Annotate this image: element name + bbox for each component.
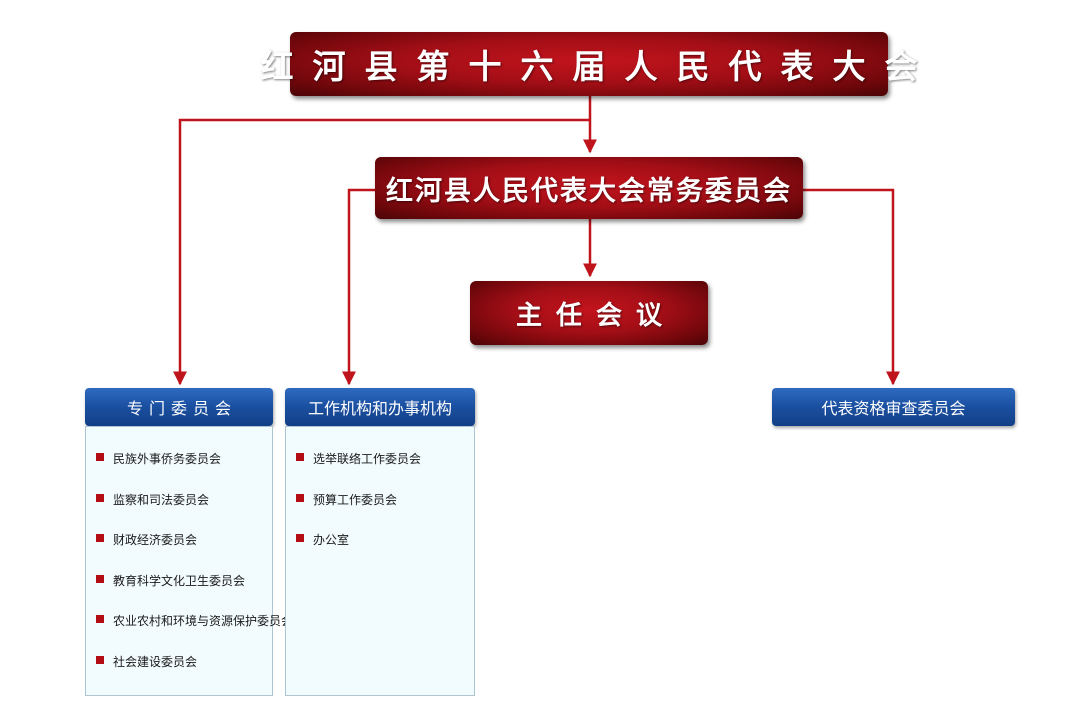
special-committees-header: 专门委员会	[85, 388, 273, 426]
list-item-label: 预算工作委员会	[313, 492, 398, 507]
list-item: 教育科学文化卫生委员会	[96, 572, 272, 613]
standing-committee-node: 红河县人民代表大会常务委员会	[375, 157, 803, 219]
special-committees-title: 专门委员会	[126, 399, 237, 418]
list-item-label: 办公室	[313, 533, 350, 547]
working-bodies-title: 工作机构和办事机构	[307, 399, 452, 418]
list-item-label: 教育科学文化卫生委员会	[113, 573, 246, 588]
list-item: 民族外事侨务委员会	[96, 450, 272, 491]
edge-standing-committee-to-credentials-committee	[803, 188, 900, 386]
list-item-label: 选举联络工作委员会	[313, 452, 422, 466]
square-bullet-icon	[96, 493, 104, 502]
list-item-label: 监察和司法委员会	[113, 492, 210, 507]
square-bullet-icon	[296, 534, 304, 542]
list-item: 监察和司法委员会	[96, 491, 272, 532]
directors-meeting-node: 主任会议	[470, 281, 708, 345]
list-item-label: 财政经济委员会	[113, 533, 198, 547]
list-item-label: 民族外事侨务委员会	[113, 452, 222, 466]
list-item: 预算工作委员会	[296, 491, 474, 532]
square-bullet-icon	[96, 534, 104, 542]
edge-congress-to-special-committees	[173, 118, 590, 386]
directors-meeting-title: 主任会议	[515, 300, 676, 331]
square-bullet-icon	[96, 615, 104, 623]
square-bullet-icon	[296, 493, 304, 502]
square-bullet-icon	[296, 453, 304, 461]
list-item: 财政经济委员会	[96, 531, 272, 572]
working-bodies-header: 工作机构和办事机构	[285, 388, 475, 426]
list-item-label: 农业农村和环境与资源保护委员会	[113, 614, 294, 628]
special-committees-list: 民族外事侨务委员会 监察和司法委员会 财政经济委员会 教育科学文化卫生委员会 农…	[86, 427, 293, 694]
list-item: 农业农村和环境与资源保护委员会	[96, 612, 293, 653]
working-bodies-list: 选举联络工作委员会 预算工作委员会 办公室	[286, 427, 474, 572]
county-peoples-congress-node: 红河县第十六届人民代表大会	[261, 32, 918, 96]
congress-title: 红河县第十六届人民代表大会	[260, 47, 937, 86]
standing-committee-title: 红河县人民代表大会常务委员会	[386, 175, 792, 207]
square-bullet-icon	[96, 453, 104, 461]
square-bullet-icon	[96, 574, 104, 583]
special-committees-panel: 民族外事侨务委员会 监察和司法委员会 财政经济委员会 教育科学文化卫生委员会 农…	[85, 426, 293, 696]
list-item: 选举联络工作委员会	[296, 450, 474, 491]
working-bodies-panel: 选举联络工作委员会 预算工作委员会 办公室	[285, 426, 475, 696]
credentials-committee-node: 代表资格审查委员会	[772, 388, 1015, 426]
list-item-label: 社会建设委员会	[113, 654, 198, 669]
list-item: 社会建设委员会	[96, 653, 272, 694]
edge-standing-committee-to-working-bodies	[342, 188, 375, 386]
list-item: 办公室	[296, 531, 474, 572]
credentials-committee-title: 代表资格审查委员会	[821, 399, 966, 418]
square-bullet-icon	[96, 655, 104, 664]
